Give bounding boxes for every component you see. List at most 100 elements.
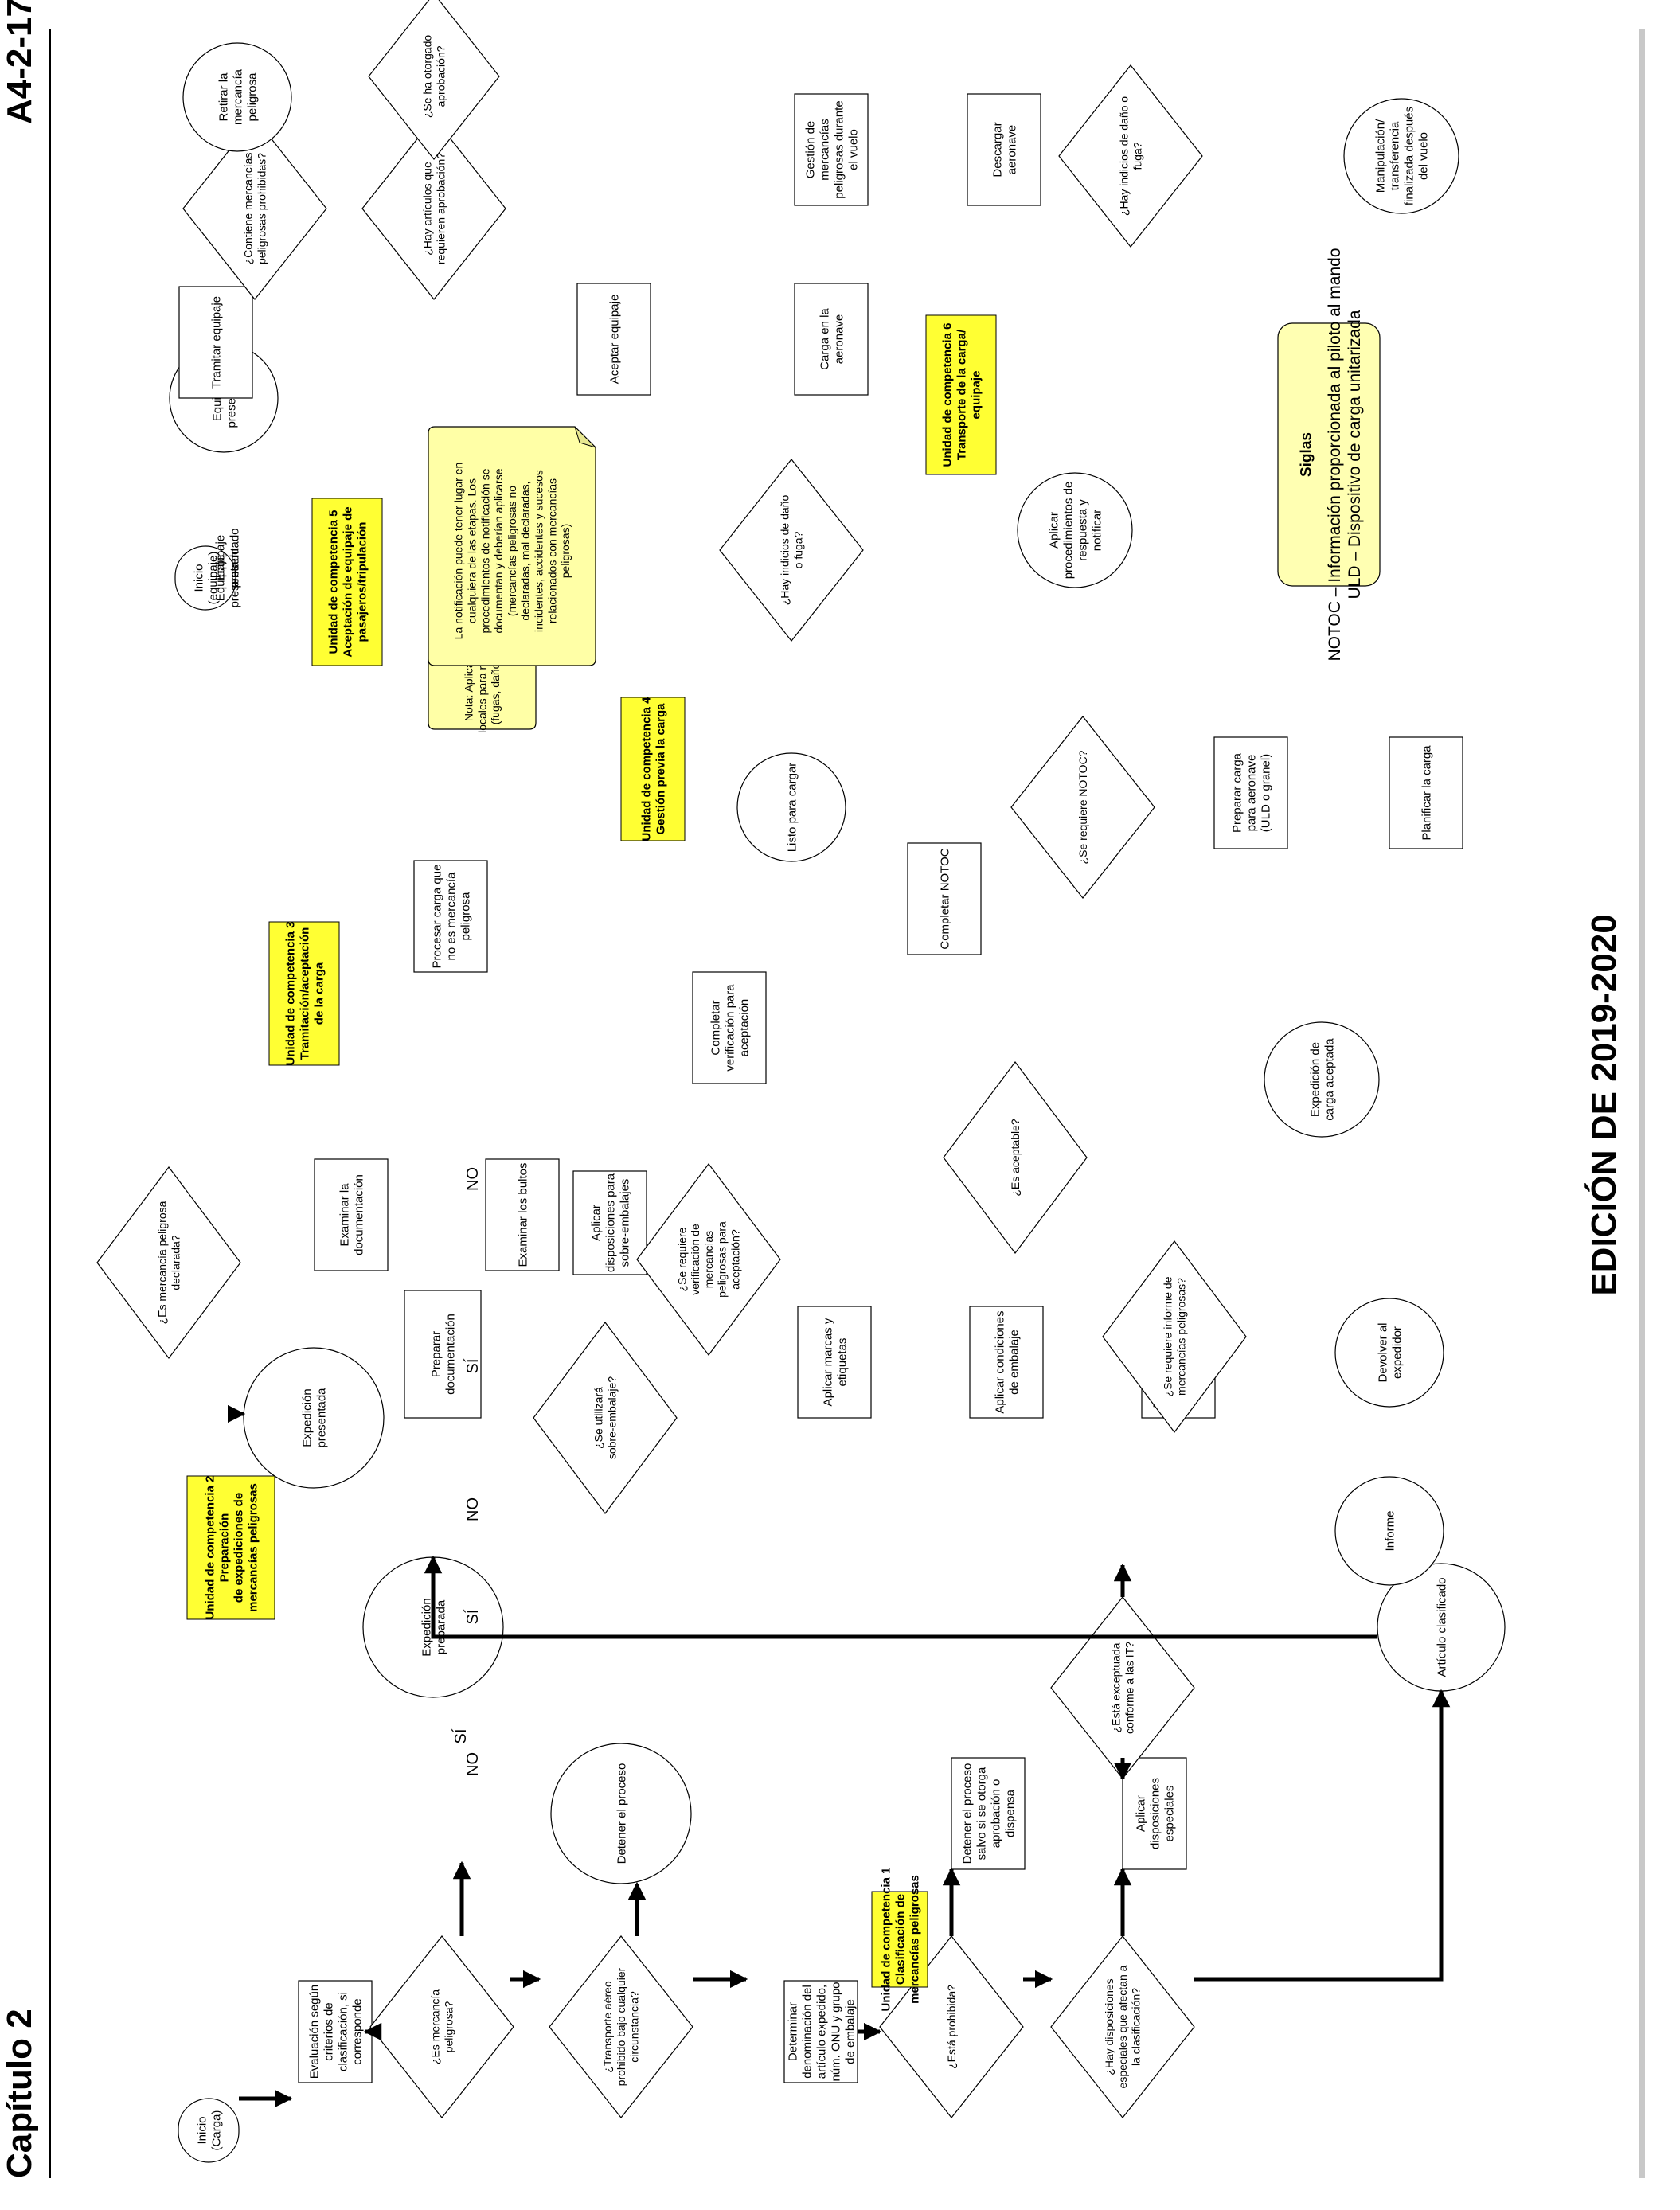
decision-indicios1 bbox=[719, 459, 864, 642]
decision-es_aceptable bbox=[943, 1061, 1088, 1254]
unit-box-u4 bbox=[620, 697, 686, 841]
unit-box-u2 bbox=[186, 1475, 275, 1620]
start-inicio_carga bbox=[178, 2098, 240, 2163]
decision-indicios2 bbox=[1058, 64, 1203, 248]
terminal-label-expedicion_presentada: Expediciónpresentada bbox=[300, 1388, 328, 1448]
terminal-listo bbox=[736, 752, 846, 862]
process-box-aplicar_condiciones bbox=[969, 1306, 1044, 1419]
terminal-label-equipaje_presentado: Equipajepresentado bbox=[213, 528, 241, 588]
note-label-nota_notificacion: La notificación puede tener lugar encual… bbox=[452, 463, 572, 640]
process-label-aplicar_condiciones: Aplicar condicionesde embalaje bbox=[993, 1310, 1021, 1413]
process-box-examinar_bultos bbox=[485, 1158, 560, 1271]
process-box-preparar_doc bbox=[404, 1290, 482, 1419]
decision-hay_disposiciones bbox=[1050, 1935, 1195, 2118]
decision-mp_declarada bbox=[96, 1166, 241, 1359]
flow-arrow bbox=[424, 1555, 1377, 1639]
terminal-informe bbox=[1334, 1476, 1444, 1586]
unit-label-u1: Unidad de competencia 1Clasificación dem… bbox=[879, 1868, 921, 2012]
decision-label-contiene_prohibidas: ¿Contiene mercancíaspeligrosas prohibida… bbox=[242, 153, 268, 265]
decision-label-transporte_prohibido: ¿Transporte aéreoprohibido bajo cualquie… bbox=[601, 1967, 641, 2086]
unit-label-u2: Unidad de competencia 2Preparaciónde exp… bbox=[203, 1476, 260, 1620]
process-label-gestion_vuelo: Gestión demercancíaspeligrosas duranteel… bbox=[803, 100, 860, 198]
terminal-detener bbox=[550, 1743, 692, 1884]
terminal-expedicion_aceptada bbox=[1264, 1021, 1380, 1138]
process-label-planificar: Planificar la carga bbox=[1420, 745, 1433, 841]
terminal-label-retirar: Retirar lamercancíapeligrosa bbox=[217, 68, 259, 125]
unit-label-u3: Unidad de competencia 3Tramitación/acept… bbox=[283, 922, 326, 1066]
process-box-aplicar_sobre bbox=[572, 1170, 647, 1275]
process-box-examinar_doc bbox=[314, 1158, 389, 1271]
process-box-aceptar_equipaje bbox=[576, 283, 651, 396]
unit-box-u1 bbox=[871, 1891, 928, 1988]
decision-label-esta_prohibida: ¿Está prohibida? bbox=[945, 1985, 958, 2069]
process-label-aplicar_sobre: Aplicardisposiciones parasobre-embalajes bbox=[589, 1173, 631, 1272]
decision-es_mp bbox=[369, 1935, 514, 2118]
unit-box-u3 bbox=[268, 921, 340, 1066]
process-label-procesar_no_mp: Procesar carga queno es mercancíapeligro… bbox=[430, 865, 472, 969]
process-box-gestion_vuelo bbox=[794, 93, 869, 206]
abbreviations-box bbox=[1277, 322, 1381, 587]
terminal-manipulacion bbox=[1343, 98, 1459, 214]
decision-transporte_prohibido bbox=[549, 1935, 693, 2118]
terminal-retirar bbox=[182, 42, 292, 152]
terminal-label-informe: Informe bbox=[1383, 1511, 1397, 1552]
unit-box-u5 bbox=[311, 498, 383, 666]
decision-requiere_informe bbox=[1102, 1240, 1247, 1433]
decision-label-mp_declarada: ¿Es mercancía peligrosadeclarada? bbox=[156, 1201, 182, 1324]
terminal-label-detener: Detener el proceso bbox=[615, 1763, 628, 1864]
process-box-completar_verif bbox=[692, 971, 767, 1084]
decision-articulos_aprob bbox=[361, 117, 506, 300]
decision-label-es_aceptable: ¿Es aceptable? bbox=[1009, 1119, 1022, 1196]
process-label-examinar_bultos: Examinar los bultos bbox=[516, 1163, 529, 1267]
terminal-label-manipulacion: Manipulación/transferenciafinalizada des… bbox=[1373, 107, 1430, 205]
decision-label-requiere_informe: ¿Se requiere informe demercancías peligr… bbox=[1162, 1276, 1188, 1396]
flow-label-no: NO bbox=[464, 1167, 482, 1191]
process-box-descargar bbox=[967, 93, 1041, 206]
process-box-preparar_carga bbox=[1213, 736, 1288, 849]
flow-label-yes: SÍ bbox=[451, 1728, 470, 1743]
process-box-detener_salvo bbox=[951, 1757, 1026, 1870]
process-label-detener_salvo: Detener el procesosalvo si se otorgaapro… bbox=[960, 1763, 1017, 1864]
start-label-inicio_carga: Inicio(Carga) bbox=[195, 2110, 223, 2151]
process-label-evaluacion: Evaluación segúncriterios declasificació… bbox=[307, 1985, 364, 2079]
unit-label-u4: Unidad de competencia 4Gestión previa la… bbox=[639, 697, 667, 841]
process-label-completar_verif: Completarverificación paraaceptación bbox=[709, 984, 751, 1072]
process-label-descargar: Descargaraeronave bbox=[990, 122, 1018, 177]
decision-label-sobreembalaje_q: ¿Se utilizarásobre-embalaje? bbox=[592, 1376, 619, 1459]
process-label-examinar_doc: Examinar ladocumentación bbox=[338, 1174, 365, 1255]
decision-label-requiere_notoc: ¿Se requiere NOTOC? bbox=[1076, 750, 1089, 864]
process-label-carga_aeronave: Carga en laaeronave bbox=[818, 308, 846, 370]
decision-label-requiere_verif: ¿Se requiereverificación demercancíaspel… bbox=[675, 1221, 741, 1298]
terminal-label-listo: Listo para cargar bbox=[785, 763, 799, 853]
terminal-label-devolver: Devolver alexpedidor bbox=[1376, 1322, 1404, 1382]
process-label-tramitar: Tramitar equipaje bbox=[209, 296, 223, 389]
terminal-label-aplicar_proc: Aplicarprocedimientos derespuesta ynotif… bbox=[1047, 482, 1104, 580]
process-box-aplicar_marcas bbox=[797, 1306, 872, 1419]
flow-label-no: NO bbox=[464, 1497, 482, 1521]
terminal-label-expedicion_preparada: Expediciónpreparada bbox=[420, 1598, 447, 1656]
decision-exceptuada bbox=[1050, 1596, 1195, 1779]
decision-label-articulos_aprob: ¿Hay artículos querequieren aprobación? bbox=[421, 153, 447, 264]
flow-label-yes: SÍ bbox=[463, 1358, 482, 1373]
process-box-procesar_no_mp bbox=[413, 860, 488, 973]
process-box-completar_notoc bbox=[907, 842, 982, 955]
process-label-preparar_doc: Preparardocumentación bbox=[429, 1314, 457, 1395]
decision-label-otorgado_aprob: ¿Se ha otorgadoaprobación? bbox=[421, 35, 447, 119]
terminal-devolver bbox=[1334, 1298, 1444, 1408]
terminal-label-articulo_clasificado: Artículo clasificado bbox=[1435, 1577, 1448, 1677]
decision-requiere_verif bbox=[636, 1163, 781, 1356]
process-label-aplicar_disp: Aplicardisposicionesespeciales bbox=[1134, 1778, 1176, 1849]
decision-sobreembalaje_q bbox=[533, 1322, 678, 1514]
edition-footer: EDICIÓN DE 2019-2020 bbox=[1584, 914, 1623, 1296]
process-label-aceptar_equipaje: Aceptar equipaje bbox=[608, 295, 621, 385]
start-label-inicio_equipaje: Inicio(equipaje) bbox=[192, 552, 220, 605]
unit-label-u5: Unidad de competencia 5Aceptación de equ… bbox=[326, 506, 369, 657]
process-box-aplicar_disp bbox=[1122, 1757, 1187, 1870]
footer-rule bbox=[1639, 29, 1645, 2178]
decision-label-indicios2: ¿Hay indicios de daño ofuga? bbox=[1118, 96, 1144, 216]
unit-box-u6 bbox=[925, 314, 997, 475]
decision-label-indicios1: ¿Hay indicios de dañoo fuga? bbox=[779, 495, 805, 606]
unit-label-u6: Unidad de competencia 6Transporte de la … bbox=[940, 323, 983, 467]
